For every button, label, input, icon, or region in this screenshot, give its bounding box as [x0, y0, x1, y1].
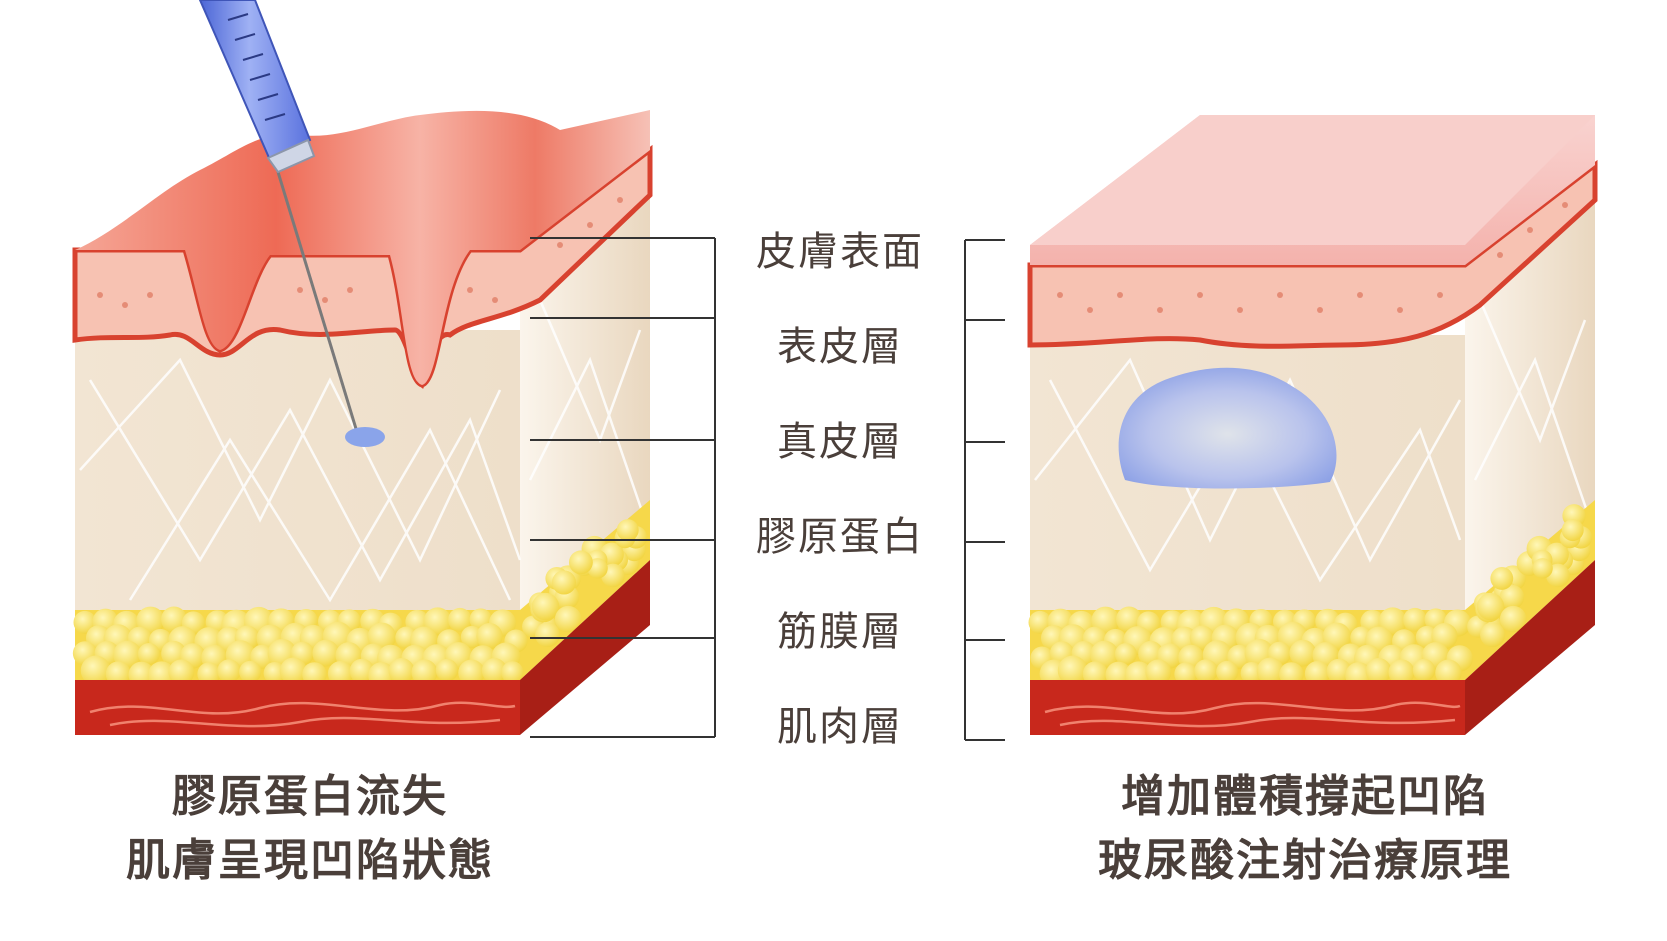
- right-caption-line1: 增加體積撐起凹陷: [1121, 771, 1489, 822]
- fat-globule: [448, 607, 472, 632]
- fat-globule: [1412, 658, 1436, 682]
- hyaluronic-filler: [1118, 367, 1337, 489]
- fat-globule: [554, 605, 582, 633]
- fat-globule: [1145, 659, 1172, 686]
- left-muscle-fibers: [89, 701, 516, 728]
- fat-globule: [197, 662, 221, 686]
- label-collagen: 膠原蛋白: [756, 514, 924, 560]
- fat-globule: [80, 655, 111, 686]
- fat-globule: [160, 606, 187, 633]
- fat-globule: [1304, 661, 1331, 687]
- fat-globule: [349, 658, 375, 684]
- label-skin-surface: 皮膚表面: [756, 229, 924, 275]
- syringe: [198, 0, 385, 447]
- fat-globule: [1216, 660, 1239, 683]
- fat-globule: [1499, 584, 1525, 610]
- left-caption-line2: 肌膚呈現凹陷狀態: [126, 835, 494, 886]
- fat-globule: [616, 519, 639, 542]
- left-dermis: [75, 330, 520, 630]
- fat-globule: [1480, 622, 1506, 648]
- fat-globule: [217, 659, 241, 683]
- label-epidermis: 表皮層: [777, 324, 903, 370]
- syringe-graduations: [227, 13, 286, 121]
- left-caption: 膠原蛋白流失 肌膚呈現凹陷狀態: [50, 765, 570, 893]
- fat-globule: [568, 550, 593, 575]
- left-caption-line1: 膠原蛋白流失: [172, 771, 448, 822]
- syringe-needle: [276, 171, 359, 433]
- fat-globule: [1326, 658, 1352, 684]
- fat-globule: [239, 660, 262, 683]
- fat-globule: [312, 639, 340, 667]
- fat-globule: [411, 659, 438, 686]
- syringe-hub: [266, 138, 316, 174]
- fat-globule: [1532, 558, 1553, 579]
- fat-globule: [1256, 657, 1284, 685]
- left-muscle-side: [520, 560, 650, 735]
- fat-globule: [535, 622, 561, 648]
- right-skin-surface-top: [1030, 115, 1595, 245]
- right-caption: 增加體積撐起凹陷 玻尿酸注射治療原理: [1045, 765, 1565, 893]
- left-skin-surface: [75, 110, 650, 385]
- fat-globule: [1289, 639, 1317, 667]
- fat-globule: [1403, 607, 1427, 632]
- fat-globule: [1057, 655, 1088, 686]
- right-muscle-side: [1465, 560, 1595, 735]
- fat-globule: [1476, 592, 1505, 621]
- label-muscle: 肌肉層: [777, 704, 903, 750]
- label-fascia: 筋膜層: [777, 609, 903, 655]
- fat-globule: [1115, 606, 1142, 633]
- fat-globule: [327, 661, 354, 687]
- right-epidermis: [1027, 159, 1598, 349]
- filler-droplet: [345, 427, 385, 447]
- fat-globule: [1114, 642, 1137, 665]
- fat-globule: [501, 661, 524, 684]
- fat-globule: [388, 658, 415, 684]
- right-caption-line2: 玻尿酸注射治療原理: [1098, 835, 1512, 886]
- fat-globule: [1174, 662, 1198, 686]
- fat-globule: [1194, 659, 1218, 683]
- left-skin-block: [72, 0, 653, 735]
- left-epidermis: [72, 144, 653, 389]
- label-dermis: 真皮層: [777, 419, 903, 465]
- fat-globule: [1490, 567, 1514, 590]
- layer-leader-lines: [530, 237, 1005, 741]
- fat-globule: [458, 659, 485, 686]
- fat-globule: [551, 570, 577, 595]
- right-muscle-fibers: [1044, 701, 1461, 728]
- fat-globule: [137, 642, 160, 665]
- fat-globule: [1499, 605, 1527, 633]
- left-epidermis-cells: [97, 197, 623, 308]
- syringe-barrel: [198, 0, 312, 162]
- fat-globule: [435, 658, 459, 682]
- fat-globule: [1388, 659, 1415, 686]
- fat-globule: [1365, 658, 1392, 684]
- right-epidermis-cells: [1057, 202, 1568, 313]
- fat-globule: [476, 622, 503, 650]
- fat-globule: [481, 658, 508, 684]
- fat-globule: [1561, 519, 1584, 542]
- right-skin-block: [1027, 115, 1598, 735]
- fat-globule: [531, 592, 560, 621]
- fat-globule: [279, 657, 307, 685]
- fat-globule: [168, 659, 195, 686]
- fat-globule: [1435, 659, 1462, 686]
